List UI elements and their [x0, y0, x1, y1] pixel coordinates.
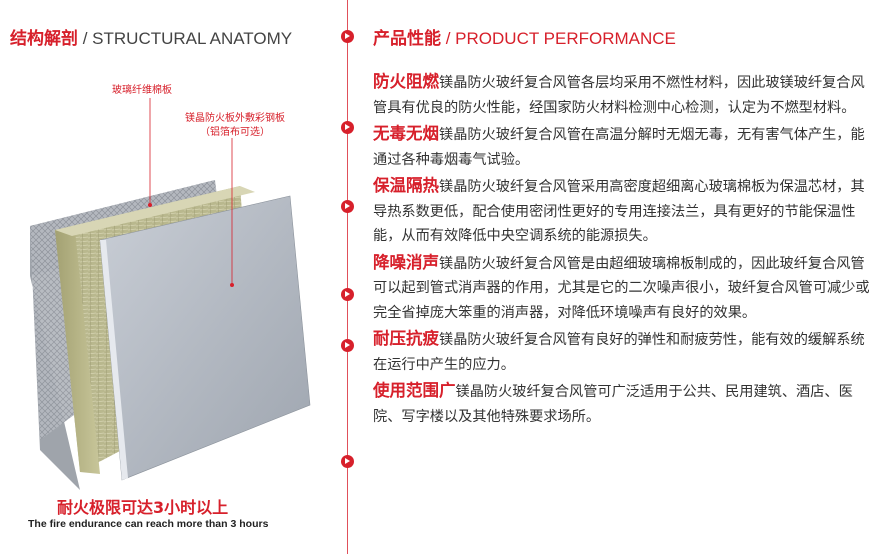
- callout-glass-wool: 玻璃纤维棉板: [112, 84, 172, 98]
- arrow-bullet-icon: [341, 288, 354, 301]
- duct-panel-illustration: [30, 98, 311, 490]
- feature-text: 镁晶防火玻纤复合风管在高温分解时无烟无毒，无有害气体产生，能通过各种毒烟毒气试验…: [373, 127, 865, 168]
- feature-noise-reduction: 降噪消声镁晶防火玻纤复合风管是由超细玻璃棉板制成的，因此玻纤复合风管可以起到管式…: [373, 251, 873, 326]
- feature-pressure-resistance: 耐压抗疲镁晶防火玻纤复合风管有良好的弹性和耐疲劳性，能有效的缓解系统在运行中产生…: [373, 327, 873, 377]
- title-en: PRODUCT PERFORMANCE: [455, 29, 676, 48]
- callout-board-line1: 镁晶防火板外敷彩钢板: [185, 113, 285, 124]
- fire-endurance-en: The fire endurance can reach more than 3…: [28, 518, 269, 530]
- feature-text: 镁晶防火玻纤复合风管有良好的弹性和耐疲劳性，能有效的缓解系统在运行中产生的应力。: [373, 332, 865, 373]
- feature-fire-resistance: 防火阻燃镁晶防火玻纤复合风管各层均采用不燃性材料，因此玻镁玻纤复合风管具有优良的…: [373, 70, 873, 120]
- arrow-bullet-icon: [341, 121, 354, 134]
- callout-glass-text: 玻璃纤维棉板: [112, 85, 172, 96]
- feature-title: 耐压抗疲: [373, 329, 439, 348]
- feature-list: 防火阻燃镁晶防火玻纤复合风管各层均采用不燃性材料，因此玻镁玻纤复合风管具有优良的…: [373, 70, 873, 431]
- feature-text: 镁晶防火玻纤复合风管各层均采用不燃性材料，因此玻镁玻纤复合风管具有优良的防火性能…: [373, 75, 865, 116]
- title-sep: /: [78, 29, 93, 48]
- structural-anatomy-section: 结构解剖 / STRUCTURAL ANATOMY: [0, 0, 345, 554]
- fire-endurance-zh: 耐火极限可达3小时以上: [57, 498, 229, 517]
- title-zh: 产品性能: [373, 29, 441, 49]
- title-sep: /: [441, 29, 456, 48]
- arrow-bullet-icon: [341, 30, 354, 43]
- title-zh: 结构解剖: [10, 29, 78, 49]
- feature-title: 降噪消声: [373, 252, 439, 272]
- section-title-structure: 结构解剖 / STRUCTURAL ANATOMY: [10, 24, 292, 49]
- callout-board-line2: （铝箔布可选）: [200, 127, 270, 138]
- vertical-divider: [347, 0, 348, 554]
- feature-title: 防火阻燃: [373, 72, 439, 91]
- feature-text: 镁晶防火玻纤复合风管采用高密度超细离心玻璃棉板为保温芯材，其导热系数更低，配合使…: [373, 179, 865, 244]
- feature-non-toxic: 无毒无烟镁晶防火玻纤复合风管在高温分解时无烟无毒，无有害气体产生，能通过各种毒烟…: [373, 122, 873, 172]
- feature-wide-application: 使用范围广镁晶防火玻纤复合风管可广泛适用于公共、民用建筑、酒店、医院、写字楼以及…: [373, 379, 873, 429]
- section-title-performance: 产品性能 / PRODUCT PERFORMANCE: [373, 24, 676, 49]
- feature-text: 镁晶防火玻纤复合风管可广泛适用于公共、民用建筑、酒店、医院、写字楼以及其他特殊要…: [373, 384, 853, 425]
- arrow-bullet-icon: [341, 455, 354, 468]
- feature-insulation: 保温隔热镁晶防火玻纤复合风管采用高密度超细离心玻璃棉板为保温芯材，其导热系数更低…: [373, 174, 873, 249]
- arrow-bullet-icon: [341, 200, 354, 213]
- title-en: STRUCTURAL ANATOMY: [92, 29, 293, 48]
- callout-board: 镁晶防火板外敷彩钢板 （铝箔布可选）: [185, 112, 285, 140]
- feature-title: 无毒无烟: [373, 124, 439, 143]
- arrow-bullet-icon: [341, 339, 354, 352]
- feature-text: 镁晶防火玻纤复合风管是由超细玻璃棉板制成的，因此玻纤复合风管可以起到管式消声器的…: [373, 255, 870, 321]
- feature-title: 保温隔热: [373, 176, 439, 195]
- magnesium-board-steel-face: [99, 195, 311, 481]
- feature-title: 使用范围广: [373, 381, 456, 400]
